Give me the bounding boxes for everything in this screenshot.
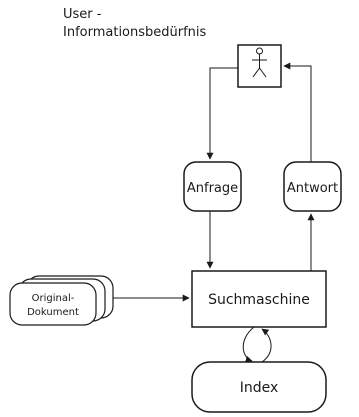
anfrage-node: Anfrage — [183, 161, 242, 212]
index-label: Index — [240, 380, 279, 396]
edge-suchmaschine-to-index — [242, 326, 255, 363]
anfrage-label: Anfrage — [187, 181, 238, 196]
document-front-page — [9, 282, 97, 326]
suchmaschine-label: Suchmaschine — [208, 292, 310, 308]
suchmaschine-node: Suchmaschine — [191, 270, 327, 328]
index-node: Index — [191, 361, 327, 413]
original-label-line-1: Original- — [32, 293, 75, 304]
antwort-label: Antwort — [287, 181, 338, 196]
user-node — [237, 44, 282, 88]
antwort-node: Antwort — [283, 161, 342, 212]
caption-line-2: Informationsbedürfnis — [63, 25, 207, 40]
original-label-line-2: Dokument — [27, 307, 79, 318]
stick-figure-icon — [252, 47, 267, 78]
edge-user-to-anfrage — [206, 67, 238, 160]
caption-line-1: User - — [63, 7, 102, 22]
anfrage-box — [183, 161, 242, 212]
original-dokument-node: Original- Dokument — [9, 275, 114, 326]
index-box — [191, 361, 327, 413]
suchmaschine-box — [191, 270, 327, 328]
antwort-box — [283, 161, 342, 212]
edge-antwort-to-user — [283, 62, 312, 162]
edge-index-to-suchmaschine — [261, 328, 272, 363]
